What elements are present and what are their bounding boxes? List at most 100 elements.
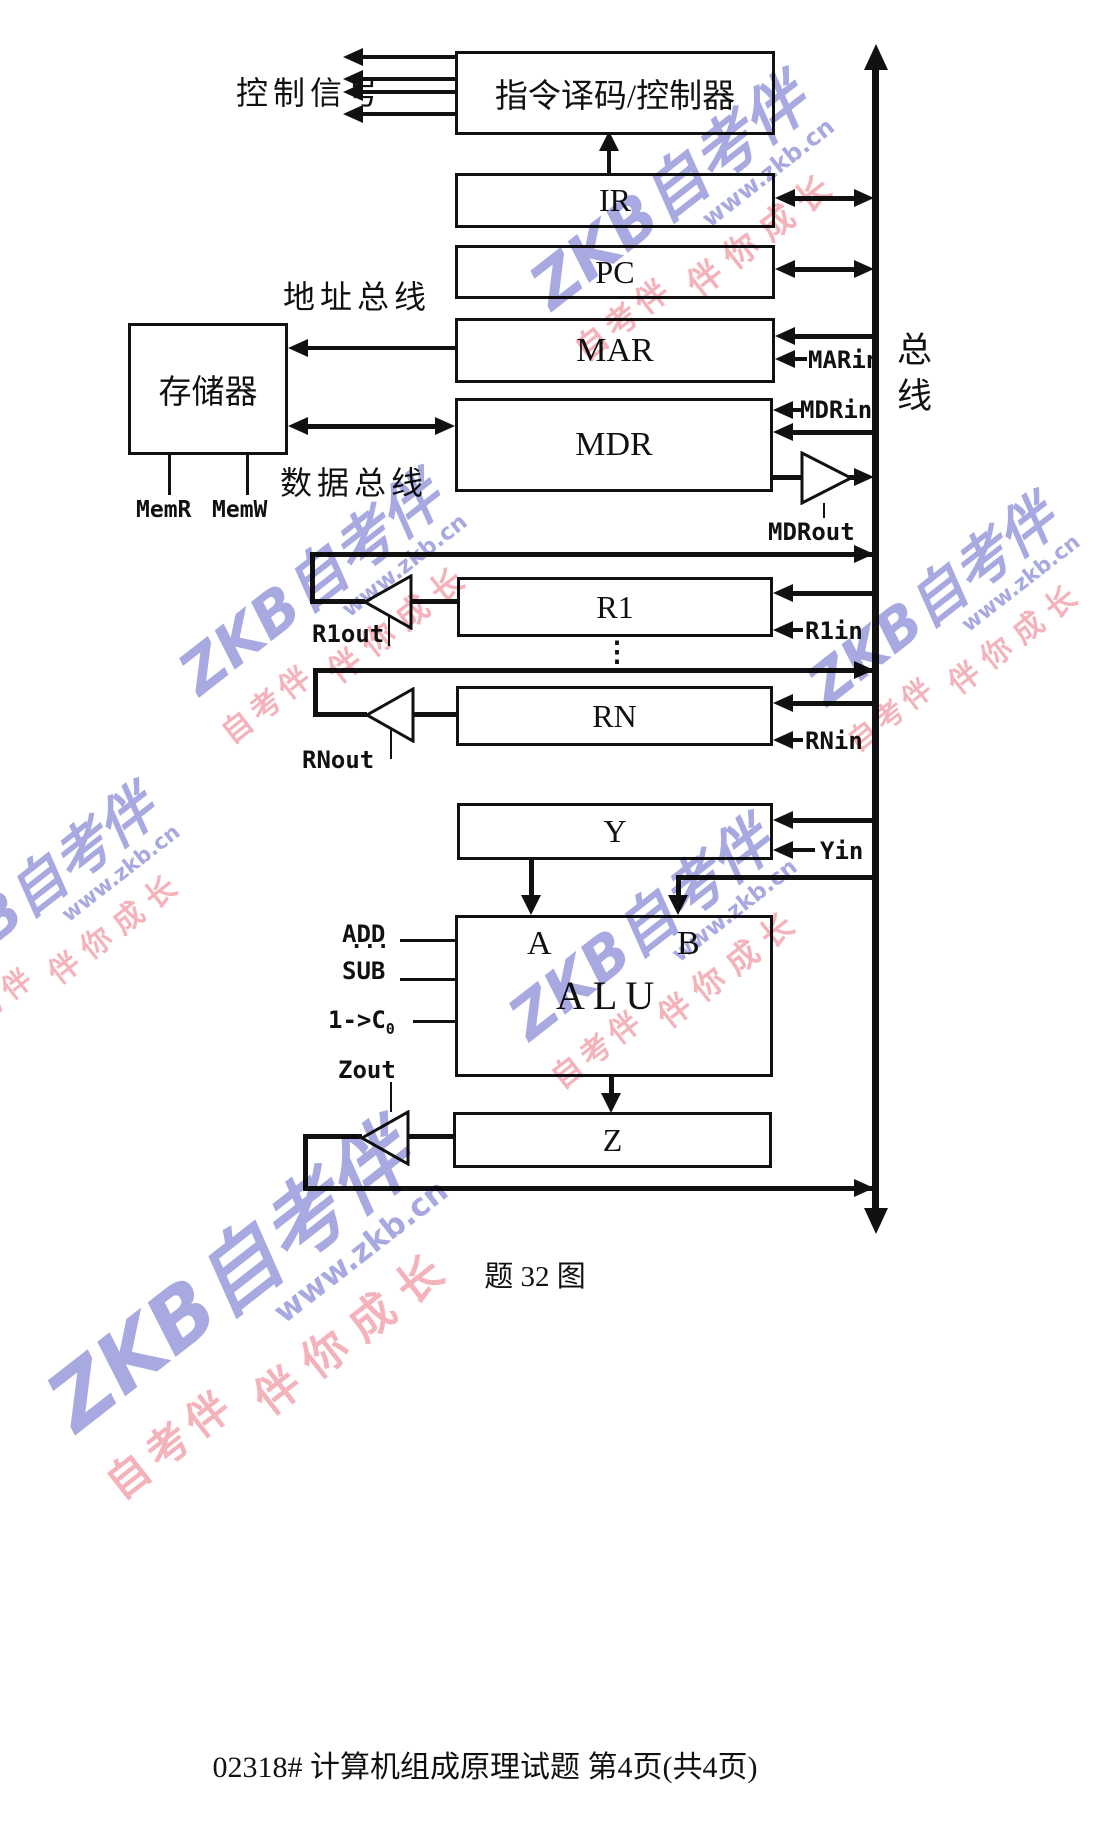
marin-line [793, 357, 807, 361]
alu-to-z-arrow-icon [601, 1093, 621, 1113]
r1in-line [791, 628, 803, 632]
bus-label: 总线 [897, 331, 933, 416]
rnout-tip-line [313, 712, 367, 717]
data-bus-label: 数据总线 [280, 465, 429, 501]
alu-add-label: ADD [342, 920, 386, 948]
system-bus-line [872, 68, 879, 1210]
bus-to-y-line [790, 818, 874, 823]
bus-to-y-arrow-icon [773, 811, 793, 829]
watermark-brand-short: 自考伴 [0, 959, 43, 1049]
memr-stub-line [168, 455, 171, 495]
control-signal-line [363, 55, 455, 59]
r1in-arrow-icon [773, 621, 793, 639]
mdrout-bus-arrow-icon [854, 468, 874, 486]
r1-label: R1 [596, 588, 634, 625]
mdr-label: MDR [575, 426, 653, 463]
mar-to-memory-arrow-icon [288, 339, 308, 357]
watermark: ZKB自考伴 www.zkb.cn 伴你成长 自考伴 [30, 1107, 498, 1527]
r1out-enable-line [388, 614, 390, 646]
mdrout-enable-line [823, 503, 825, 518]
rnin-line [791, 738, 803, 742]
alu-to-z-line [609, 1077, 614, 1095]
watermark-brand-short: 自考伴 [214, 656, 322, 752]
watermark-slogan: 伴你成长 [941, 573, 1092, 702]
page-footer: 02318# 计算机组成原理试题 第4页(共4页) [212, 1751, 758, 1784]
bus-to-rn-arrow-icon [773, 694, 793, 712]
memw-stub-line [246, 455, 249, 495]
mdrout-label: MDRout [768, 518, 855, 546]
control-signal-label: 控制信号 [236, 75, 385, 111]
bus-to-alub-line [676, 875, 874, 880]
alu-carry-sub: 0 [385, 1019, 395, 1038]
rnout-loop-left-line [313, 668, 318, 717]
pc-label: PC [595, 253, 635, 290]
r1out-loop-left-line [310, 552, 315, 604]
rnout-label: RNout [302, 746, 375, 774]
zout-enable-line [390, 1082, 392, 1112]
watermark-url: www.zkb.cn [266, 1171, 455, 1331]
rnin-arrow-icon [773, 731, 793, 749]
marin-arrow-icon [775, 350, 795, 368]
control-signal-line [363, 77, 455, 81]
memw-label: MemW [212, 497, 268, 523]
alu-carry-main: 1->C [328, 1006, 386, 1034]
marin-label: MARin [808, 346, 881, 374]
mdrin-arrow-icon [773, 401, 793, 419]
r1-box: R1 [457, 577, 773, 637]
pc-bus-line [792, 267, 858, 272]
zout-loop-bottom-line [303, 1186, 874, 1191]
rnin-label: RNin [805, 727, 863, 755]
memr-label: MemR [136, 497, 192, 523]
bus-to-mdr-line [790, 430, 874, 435]
yin-line [791, 848, 815, 852]
r1in-label: R1in [805, 617, 863, 645]
alu-label: ALU [556, 973, 663, 1018]
y-label: Y [603, 813, 627, 849]
decoder-controller-label: 指令译码/控制器 [494, 79, 736, 115]
control-signal-line [363, 90, 455, 94]
control-signal-arrow-icon [343, 83, 363, 101]
r1out-buffer-icon [363, 574, 413, 630]
ir-bus-arrow-right-icon [854, 189, 874, 207]
bus-to-mdr-arrow-icon [773, 423, 793, 441]
register-dots: ⋮ [603, 635, 631, 668]
ir-to-decoder-arrow-icon [599, 131, 619, 151]
rnout-loop-top-line [313, 668, 874, 673]
y-to-alu-arrow-icon [521, 895, 541, 915]
rn-box: RN [456, 686, 773, 746]
rnout-buffer-icon [365, 687, 415, 743]
memory-box: 存储器 [128, 323, 288, 455]
bus-to-rn-line [790, 701, 874, 706]
ir-bus-line [792, 196, 858, 201]
address-bus-label: 地址总线 [283, 279, 432, 315]
alu-box [455, 915, 773, 1077]
bus-to-alub-arrow-icon [668, 895, 688, 915]
bus-to-mar-arrow-icon [775, 327, 795, 345]
memory-mdr-arrow-left-icon [288, 417, 308, 435]
r1out-tip-line [310, 599, 365, 604]
bus-to-mar-line [792, 334, 874, 339]
watermark-url: www.zkb.cn [56, 818, 185, 927]
yin-label: Yin [820, 837, 864, 865]
pc-bus-arrow-left-icon [775, 260, 795, 278]
figure-caption: 题 32 图 [484, 1261, 586, 1293]
alu-input-a-label: A [527, 925, 552, 962]
pc-bus-arrow-right-icon [854, 260, 874, 278]
rnout-bus-arrow-icon [854, 661, 874, 679]
zout-bus-arrow-icon [854, 1179, 874, 1197]
mdrout-input-line [773, 475, 803, 480]
alu-input-b-label: B [677, 925, 700, 962]
ir-to-decoder-line [607, 150, 611, 174]
control-signal-arrow-icon [343, 48, 363, 66]
z-label: Z [602, 1121, 623, 1158]
z-box: Z [453, 1112, 772, 1168]
rn-label: RN [592, 697, 637, 734]
alu-sub-line [400, 978, 455, 981]
r1out-input-line [411, 599, 457, 604]
yin-arrow-icon [773, 841, 793, 859]
bus-to-alub-drop-line [676, 875, 681, 897]
memory-mdr-line [305, 424, 438, 429]
decoder-controller-box: 指令译码/控制器 [455, 51, 775, 135]
y-box: Y [457, 803, 773, 860]
mdrout-buffer-icon [800, 451, 854, 505]
